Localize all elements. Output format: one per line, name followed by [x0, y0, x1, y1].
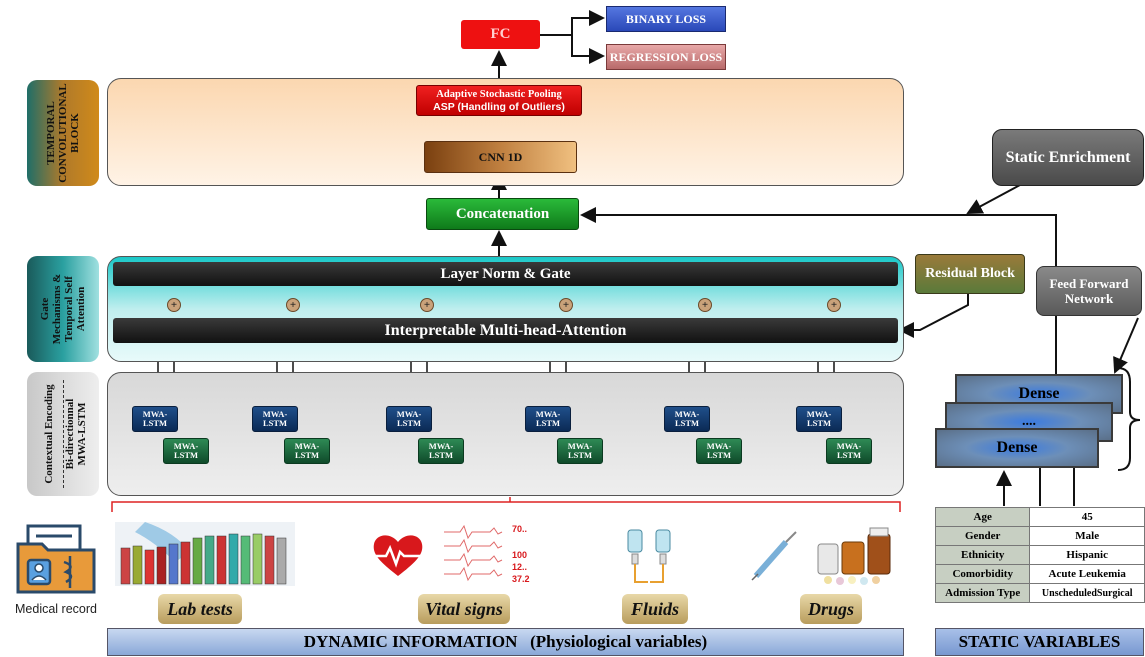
asp-label-line2: ASP (Handling of Outliers) [433, 100, 565, 113]
residual-block-box: Residual Block [915, 254, 1025, 294]
mwa-lstm-forward-cell: MWA-LSTM [826, 438, 872, 464]
mwa-lstm-backward-cell: MWA-LSTM [386, 406, 432, 432]
mwa-lstm-forward-cell: MWA-LSTM [163, 438, 209, 464]
binary-loss-label: BINARY LOSS [625, 11, 707, 26]
lab-tubes-icon [115, 522, 295, 586]
vital-hr: 70.. [512, 524, 527, 534]
add-node: + [167, 298, 181, 312]
feed-forward-network-box: Feed Forward Network [1036, 266, 1142, 316]
medical-record-label: Medical record [15, 602, 97, 616]
mwa-lstm-backward-cell: MWA-LSTM [132, 406, 178, 432]
static-variables-footer: STATIC VARIABLES [935, 628, 1144, 656]
asp-label-line1: Adaptive Stochastic Pooling [436, 88, 562, 100]
iv-drip-icon [627, 529, 671, 583]
vital-temp: 37.2 [512, 574, 530, 584]
asp-box: Adaptive Stochastic Pooling ASP (Handlin… [416, 85, 582, 116]
concatenation-box: Concatenation [426, 198, 579, 230]
attention-block-side-label: Gate Mechanisms & Temporal Self Attentio… [27, 256, 99, 362]
add-node: + [559, 298, 573, 312]
syringe-icon [751, 531, 797, 581]
layer-norm-gate-bar: Layer Norm & Gate [113, 262, 898, 286]
temporal-block-side-text: TEMPORAL CONVOLUTIONAL BLOCK [45, 83, 81, 183]
cnn-1d-label: CNN 1D [478, 149, 523, 164]
residual-block-label: Residual Block [925, 266, 1015, 281]
category-lab-tests: Lab tests [158, 594, 242, 624]
fc-box: FC [461, 20, 540, 49]
ecg-icon: 70.. 100 12.. 37.2 [444, 524, 530, 584]
dynamic-information-footer: DYNAMIC INFORMATION (Physiological varia… [107, 628, 904, 656]
pills-icon [817, 527, 891, 585]
vital-spo2: 100 [512, 550, 527, 560]
attention-block-side-text: Gate Mechanisms & Temporal Self Attentio… [39, 273, 87, 345]
mwa-lstm-backward-cell: MWA-LSTM [664, 406, 710, 432]
add-node: + [286, 298, 300, 312]
layer-norm-gate-label: Layer Norm & Gate [440, 265, 571, 282]
concatenation-label: Concatenation [455, 205, 550, 222]
lstm-block-side-label: Contextual Encoding Bi-directionnal MWA-… [27, 372, 99, 496]
regression-loss-label: REGRESSION LOSS [609, 49, 723, 64]
medical-folder-icon [16, 524, 96, 594]
cnn-1d-box: CNN 1D [424, 141, 577, 173]
mwa-lstm-forward-cell: MWA-LSTM [418, 438, 464, 464]
lstm-side-text-1: Contextual Encoding [42, 384, 55, 484]
static-enrichment-label: Static Enrichment [1005, 148, 1131, 166]
add-node: + [420, 298, 434, 312]
add-node: + [827, 298, 841, 312]
category-fluids: Fluids [622, 594, 688, 624]
heart-icon [372, 535, 424, 576]
multi-head-attention-bar: Interpretable Multi-head-Attention [113, 318, 898, 343]
mwa-lstm-forward-cell: MWA-LSTM [284, 438, 330, 464]
lstm-block-panel [107, 372, 904, 496]
mwa-lstm-backward-cell: MWA-LSTM [796, 406, 842, 432]
static-enrichment-box: Static Enrichment [992, 129, 1144, 186]
multi-head-attention-label: Interpretable Multi-head-Attention [384, 321, 627, 339]
mwa-lstm-forward-cell: MWA-LSTM [696, 438, 742, 464]
category-vital-signs: Vital signs [418, 594, 510, 624]
category-drugs: Drugs [800, 594, 862, 624]
add-node: + [698, 298, 712, 312]
fc-label: FC [490, 26, 511, 42]
binary-loss-box: BINARY LOSS [606, 6, 726, 32]
lstm-side-text-2: Bi-directionnal MWA-LSTM [63, 398, 88, 470]
regression-loss-box: REGRESSION LOSS [606, 44, 726, 70]
dense-layer-bottom: Dense [935, 428, 1099, 468]
mwa-lstm-backward-cell: MWA-LSTM [252, 406, 298, 432]
temporal-block-side-label: TEMPORAL CONVOLUTIONAL BLOCK [27, 80, 99, 186]
mwa-lstm-forward-cell: MWA-LSTM [557, 438, 603, 464]
feed-forward-label-2: Network [1064, 291, 1114, 306]
vital-rr: 12.. [512, 562, 527, 572]
feed-forward-label-1: Feed Forward [1049, 276, 1129, 291]
mwa-lstm-backward-cell: MWA-LSTM [525, 406, 571, 432]
